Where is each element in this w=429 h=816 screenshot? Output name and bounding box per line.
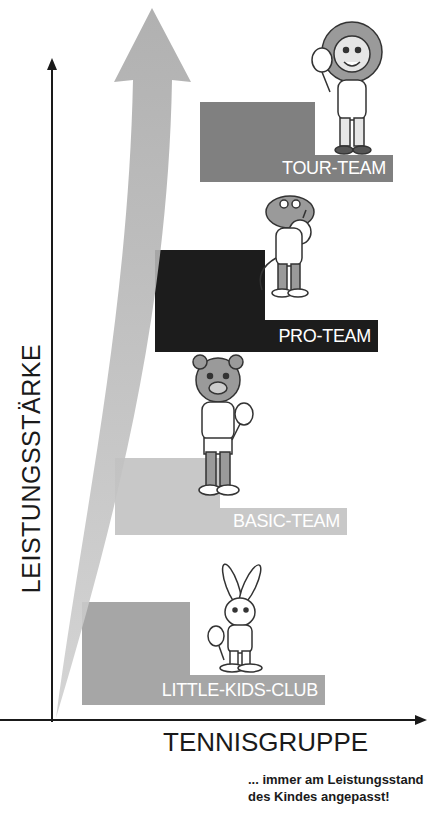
- crocodile-mascot: [260, 196, 314, 297]
- level-step: TOUR-TEAM: [200, 102, 393, 182]
- lion-mascot: [312, 22, 382, 154]
- team-name: TOUR-TEAM: [282, 155, 386, 182]
- axis-label: LEISTUNGSSTÄRKE: [17, 334, 46, 604]
- team-name: PRO-TEAM: [278, 320, 371, 352]
- axes: [0, 58, 427, 725]
- step-fill: [200, 102, 393, 182]
- step-fill: [115, 458, 347, 535]
- progress-arrow: [56, 8, 191, 718]
- rabbit-mascot: [208, 562, 265, 672]
- level-step: BASIC-TEAM: [115, 458, 347, 535]
- bear-mascot: [193, 355, 253, 495]
- level-step: PRO-TEAM: [155, 250, 378, 352]
- x-axis: [0, 719, 418, 721]
- team-name: BASIC-TEAM: [233, 508, 340, 535]
- team-name: LITTLE-KIDS-CLUB: [162, 675, 318, 705]
- step-fill: [155, 250, 378, 352]
- note-text: ... immer am Leistungsstand des Kindes a…: [248, 771, 429, 805]
- level-step: LITTLE-KIDS-CLUB: [82, 602, 325, 705]
- step-fill: [82, 602, 325, 705]
- y-axis: [51, 66, 53, 722]
- y-axis-head: [47, 58, 57, 70]
- axis-label: TENNISGRUPPE: [163, 727, 368, 758]
- x-axis-head: [415, 715, 427, 725]
